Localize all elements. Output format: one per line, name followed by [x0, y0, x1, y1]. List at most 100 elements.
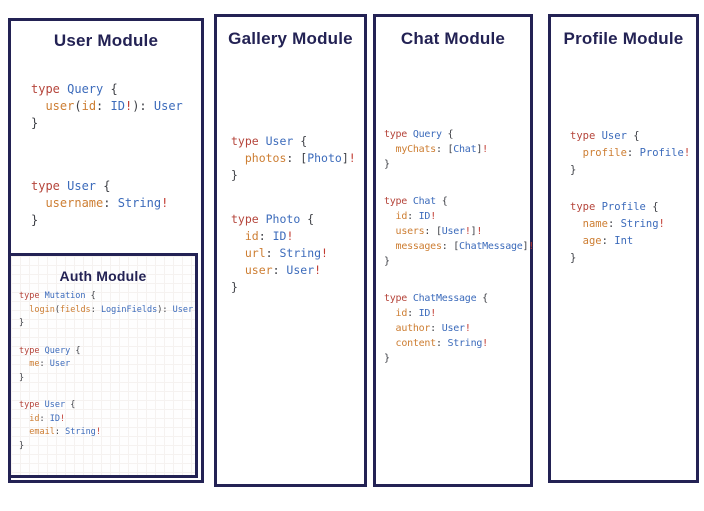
- code-token: : [: [441, 241, 460, 252]
- code-line: type Profile {: [570, 199, 696, 216]
- code-token: :: [407, 211, 419, 222]
- code-block: type ChatMessage { id: ID! author: User!…: [384, 291, 530, 366]
- auth-module-box: Auth Module type Mutation { login(fields…: [8, 253, 198, 478]
- code-block: type Query { myChats: [Chat]!}: [384, 127, 530, 172]
- code-token: LoginFields: [100, 304, 158, 315]
- code-token: String: [65, 427, 96, 437]
- code-token: url: [244, 246, 266, 260]
- code-token: ]: [476, 144, 483, 155]
- code-line: type User {: [19, 399, 195, 413]
- code-token: }: [570, 164, 577, 176]
- user-module-title: User Module: [53, 31, 159, 50]
- code-token: }: [19, 440, 25, 451]
- code-token: [570, 147, 583, 159]
- code-token: [19, 305, 29, 315]
- code-token: ):: [132, 99, 154, 113]
- code-token: {: [307, 212, 315, 226]
- code-token: type: [384, 196, 413, 207]
- code-line: age: Int: [570, 233, 696, 250]
- code-line: type User {: [31, 178, 201, 195]
- code-token: profile: [582, 147, 627, 159]
- code-token: ID: [418, 211, 431, 222]
- code-token: }: [19, 318, 25, 328]
- code-line: }: [570, 250, 696, 267]
- code-token: id: [244, 229, 259, 243]
- code-token: {: [447, 129, 454, 140]
- code-token: :: [272, 263, 287, 277]
- code-token: :: [39, 359, 50, 369]
- code-token: !: [464, 323, 471, 334]
- code-token: [31, 99, 45, 113]
- code-token: id: [395, 211, 408, 222]
- code-token: }: [231, 168, 238, 182]
- code-token: [19, 414, 29, 424]
- code-token: Photo: [265, 212, 308, 226]
- code-line: type Query {: [31, 81, 201, 98]
- gallery-module-code: type User { photos: [Photo]!}type Photo …: [231, 133, 364, 296]
- code-token: String: [620, 218, 659, 230]
- code-line: }: [384, 351, 530, 366]
- code-token: ID: [418, 308, 431, 319]
- code-token: }: [231, 280, 238, 294]
- code-token: (: [74, 99, 82, 113]
- code-line: type Query {: [19, 345, 195, 359]
- code-token: User: [49, 359, 71, 369]
- code-token: {: [300, 134, 308, 148]
- code-token: type: [19, 291, 45, 301]
- code-token: String: [117, 196, 162, 210]
- code-line: login(fields: LoginFields): User: [19, 304, 195, 318]
- code-token: [384, 323, 396, 334]
- code-block: type Profile { name: String! age: Int}: [570, 199, 696, 267]
- code-token: !: [161, 196, 169, 210]
- code-block: type Query { me: User}: [19, 345, 195, 386]
- code-token: id: [395, 308, 408, 319]
- code-token: User: [172, 304, 194, 315]
- code-token: type: [384, 129, 413, 140]
- code-token: login: [29, 304, 55, 315]
- code-token: !: [482, 338, 488, 349]
- code-token: :: [39, 413, 50, 424]
- code-token: [231, 263, 245, 277]
- code-token: type: [384, 293, 413, 304]
- code-token: : [: [286, 151, 308, 165]
- code-token: Query: [67, 82, 111, 96]
- code-token: User: [67, 179, 104, 193]
- code-token: }: [31, 213, 39, 227]
- code-line: user(id: ID!): User: [31, 98, 201, 115]
- auth-module-code: type Mutation { login(fields: LoginField…: [19, 290, 195, 453]
- code-token: [384, 241, 396, 252]
- code-token: ]: [470, 226, 477, 237]
- code-token: User: [44, 400, 71, 410]
- code-block: type Chat { id: ID! users: [User!]! mess…: [384, 194, 534, 269]
- code-token: !: [683, 147, 691, 159]
- code-token: :: [103, 196, 118, 210]
- code-token: [231, 151, 245, 165]
- code-line: }: [231, 279, 364, 296]
- code-token: Chat: [453, 144, 477, 155]
- code-token: id: [81, 99, 97, 113]
- code-token: user: [244, 263, 273, 277]
- code-block: type User { profile: Profile!}: [570, 128, 696, 179]
- code-token: : [: [424, 226, 442, 237]
- code-line: }: [384, 157, 530, 172]
- code-token: [19, 427, 29, 437]
- code-line: id: ID!: [19, 413, 195, 427]
- code-token: [231, 246, 245, 260]
- profile-module-code: type User { profile: Profile!} type Profi…: [570, 128, 696, 267]
- code-line: user: User!: [231, 262, 364, 279]
- code-token: type: [19, 345, 45, 356]
- code-token: type: [570, 130, 602, 142]
- code-token: messages: [395, 241, 442, 252]
- code-token: {: [103, 179, 111, 193]
- code-token: :: [626, 147, 640, 159]
- code-token: author: [395, 323, 431, 334]
- code-line: username: String!: [31, 195, 201, 212]
- code-token: !: [430, 308, 436, 319]
- code-token: :: [265, 246, 280, 260]
- code-block: type User { username: String!}: [31, 178, 201, 229]
- code-token: Chat: [412, 196, 442, 207]
- code-token: [384, 338, 396, 349]
- code-token: [384, 211, 396, 222]
- code-token: username: [45, 196, 104, 210]
- code-line: }: [31, 212, 201, 229]
